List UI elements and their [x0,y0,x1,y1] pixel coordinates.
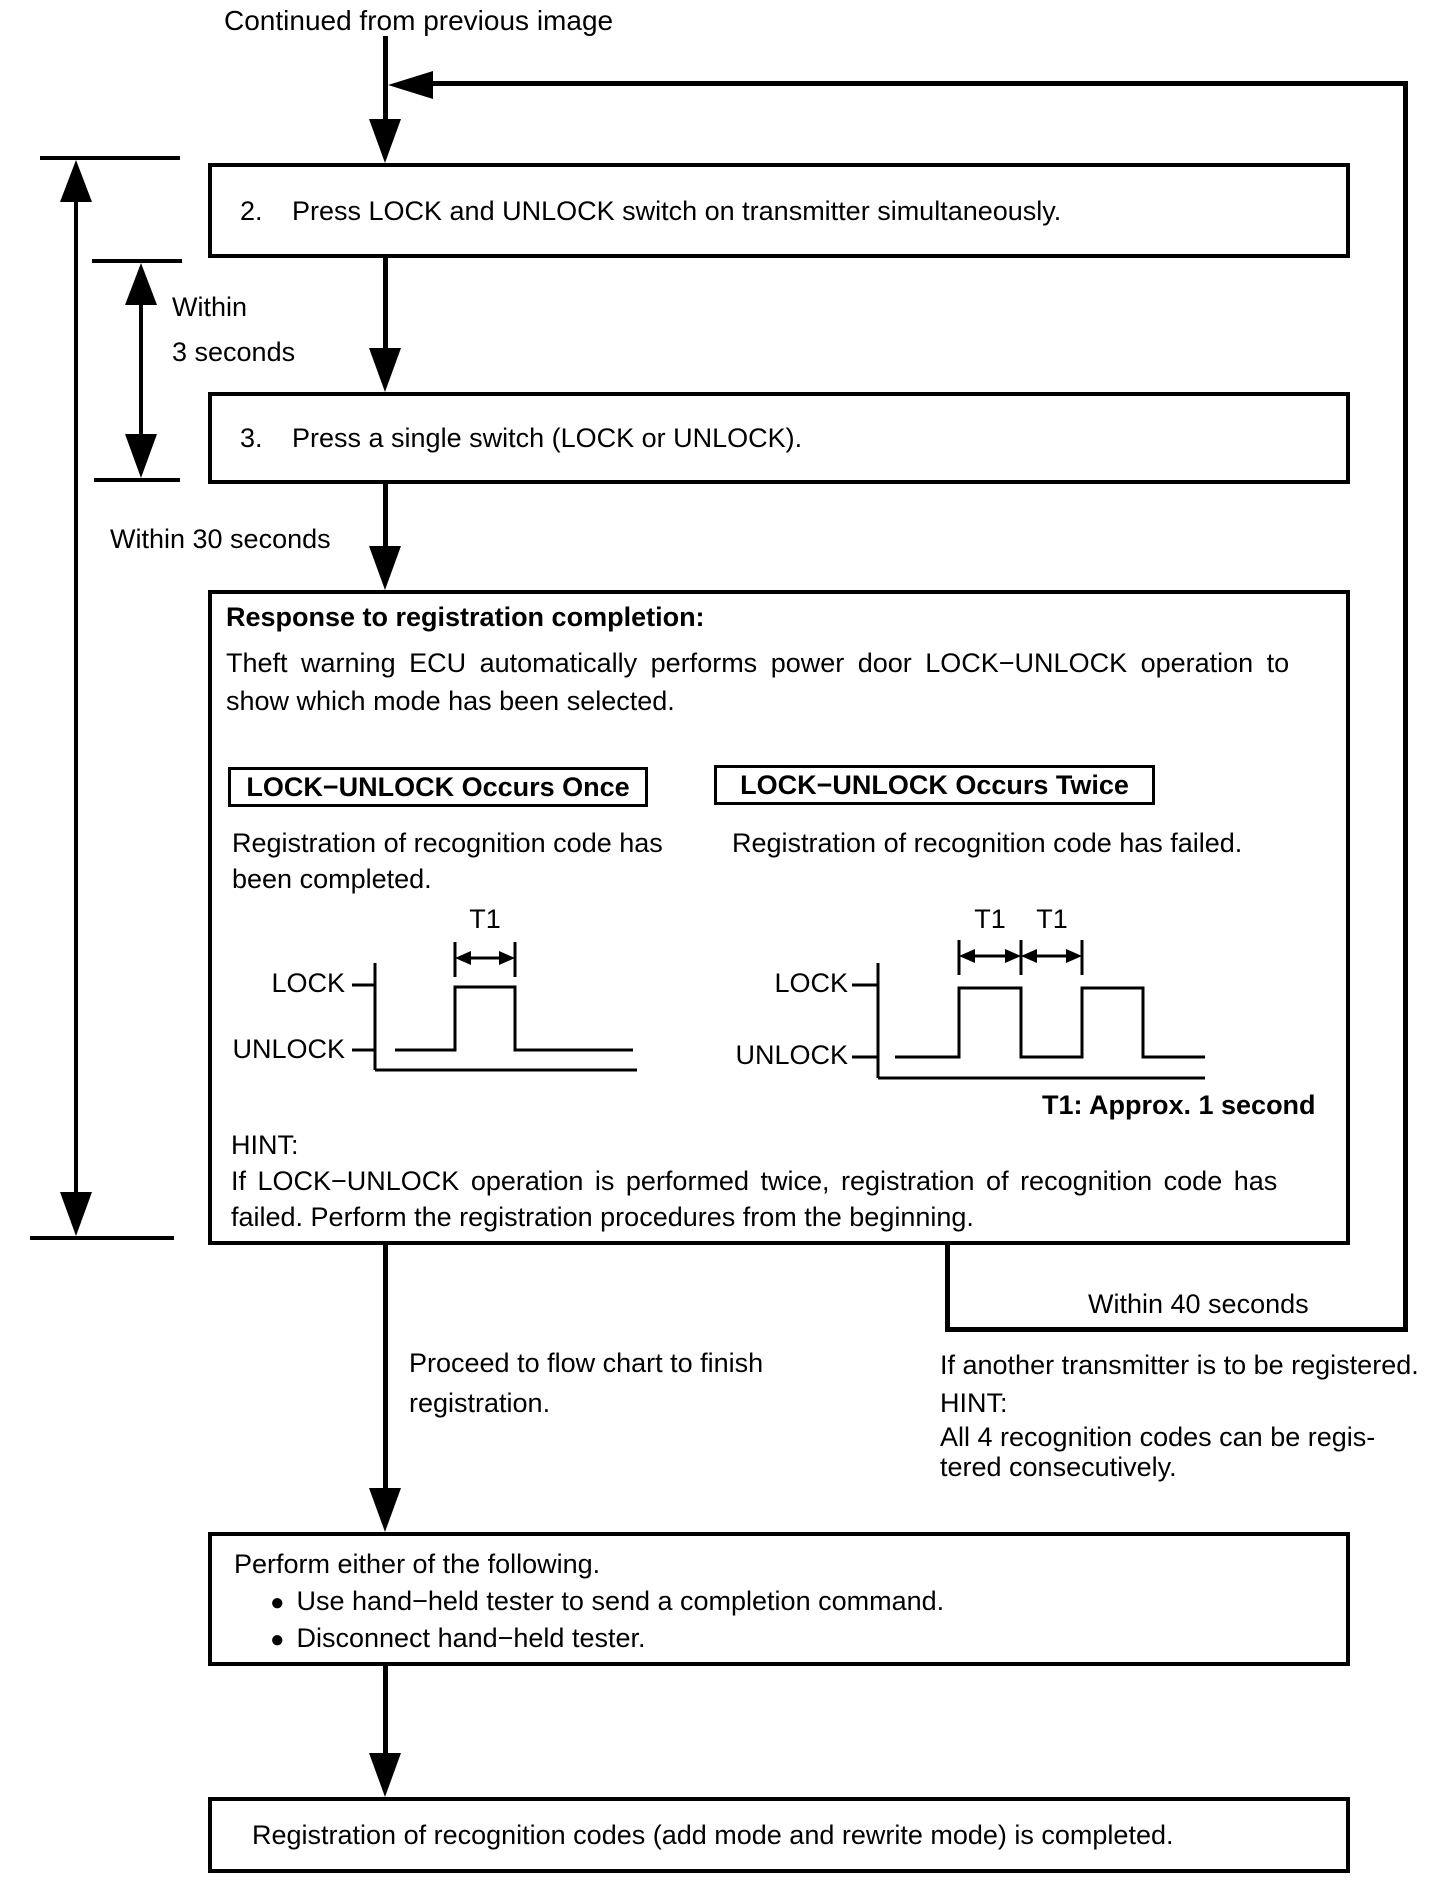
bracket3-arrowhead-up [125,263,157,305]
step3-text: Press a single switch (LOCK or UNLOCK). [292,423,803,453]
bracket30-line [74,196,78,1200]
twice-caption: Registration of recognition code has fai… [732,828,1243,858]
once-t1-dimension [453,942,517,977]
once-unlock-label: UNLOCK [232,1034,345,1064]
step3-box [208,392,1350,484]
response-box [208,590,1350,1245]
another-hint-line1: All 4 recognition codes can be regis- [940,1422,1376,1452]
twice-dim-arrowhead-1 [959,949,975,963]
step2-box [208,163,1350,258]
bracket3-line [139,295,143,445]
twice-dim-arrowhead-4 [1066,949,1082,963]
bracket30-arrowhead-down [60,1192,92,1236]
perform-heading: Perform either of the following. [234,1549,601,1579]
twice-t1-dimension [957,940,1084,975]
bracket3-arrowhead-down [125,434,157,478]
once-lock-label: LOCK [271,968,345,998]
another-hint-line2: tered consecutively. [940,1452,1177,1482]
once-signal [395,985,633,1052]
bracket3-tick-bottom [94,478,180,482]
response-body-line2: show which mode has been selected. [226,686,675,716]
step2-text: Press LOCK and UNLOCK switch on transmit… [292,196,1062,226]
once-caption-line2: been completed. [232,864,432,894]
twice-lock-label: LOCK [774,968,848,998]
flow-line-perform-final [383,1666,388,1755]
arrowhead-into-response [369,546,401,590]
another-hint-heading: HINT: [940,1388,1008,1418]
perform-bullet1-text: Use hand−held tester to send a completio… [296,1586,945,1616]
lock-unlock-twice-waveform [852,940,1205,1080]
arrowhead-into-perform [369,1488,401,1532]
another-transmitter-label: If another transmitter is to be register… [940,1350,1419,1380]
twice-dim-arrowhead-3 [1021,949,1037,963]
response-hint-line1: If LOCK−UNLOCK operation is performed tw… [231,1166,1278,1196]
twice-level-ticks [852,983,878,1059]
feedback-line-right [1403,81,1408,1332]
feedback-line-bottom [945,1327,1408,1332]
response-hint-line2: failed. Perform the registration procedu… [231,1202,974,1232]
once-t1-label: T1 [469,904,501,934]
twice-t1-label-2: T1 [1036,904,1068,934]
arrowhead-feedback-left [388,71,433,99]
within-3-seconds-label-line2: 3 seconds [172,337,296,367]
flow-line-step2-step3 [383,258,388,352]
twice-unlock-label: UNLOCK [735,1040,848,1070]
step2-text-row: 2. Press LOCK and UNLOCK switch on trans… [240,196,1061,227]
twice-signal [895,986,1205,1059]
step2-number: 2. [240,196,263,226]
twice-waveform-axis [876,963,1205,1080]
flow-line-step3-response [383,484,388,550]
flow-line-entry [383,36,388,122]
response-hint-heading: HINT: [231,1130,299,1160]
twice-dim-arrowhead-2 [1005,949,1021,963]
bracket3-tick-top [92,259,182,263]
flow-line-response-perform [383,1245,388,1490]
feedback-line-top [430,81,1408,86]
bullet-icon: ● [270,1626,285,1653]
continued-from-previous-label: Continued from previous image [224,5,614,36]
bullet-icon: ● [270,1589,285,1616]
proceed-label-line2: registration. [409,1388,551,1418]
twice-t1-label-1: T1 [974,904,1006,934]
bracket30-arrowhead-up [60,160,92,202]
proceed-label-line1: Proceed to flow chart to finish [409,1348,764,1378]
arrowhead-into-step3 [369,348,401,392]
bracket30-tick-top [40,156,180,160]
lock-unlock-once-box: LOCK−UNLOCK Occurs Once [228,767,648,807]
final-box-text: Registration of recognition codes (add m… [252,1820,1174,1850]
once-waveform-axis [373,963,637,1072]
perform-bullet-1: ● Use hand−held tester to send a complet… [270,1586,944,1617]
within-40-seconds-label: Within 40 seconds [1088,1289,1309,1319]
step3-number: 3. [240,423,263,453]
once-level-ticks [352,983,375,1052]
once-dim-arrowhead-right [499,951,515,965]
perform-bullet-2: ● Disconnect hand−held tester. [270,1623,645,1654]
bracket30-tick-bottom [30,1236,174,1240]
perform-bullet2-text: Disconnect hand−held tester. [296,1623,646,1653]
lock-unlock-twice-box: LOCK−UNLOCK Occurs Twice [714,765,1155,805]
feedback-line-stub [945,1245,950,1332]
once-caption-line1: Registration of recognition code has [232,828,663,858]
within-30-seconds-label: Within 30 seconds [110,524,331,554]
arrowhead-into-final [369,1753,401,1797]
t1-note: T1: Approx. 1 second [1042,1090,1316,1120]
within-3-seconds-label-line1: Within [172,292,248,322]
final-box [208,1797,1350,1873]
step3-text-row: 3. Press a single switch (LOCK or UNLOCK… [240,423,802,454]
arrowhead-into-step2 [369,119,401,163]
response-body-line1: Theft warning ECU automatically performs… [226,648,1290,678]
lock-unlock-once-waveform [352,942,637,1072]
once-dim-arrowhead-left [455,951,471,965]
response-heading: Response to registration completion: [226,602,705,632]
perform-box [208,1532,1350,1666]
